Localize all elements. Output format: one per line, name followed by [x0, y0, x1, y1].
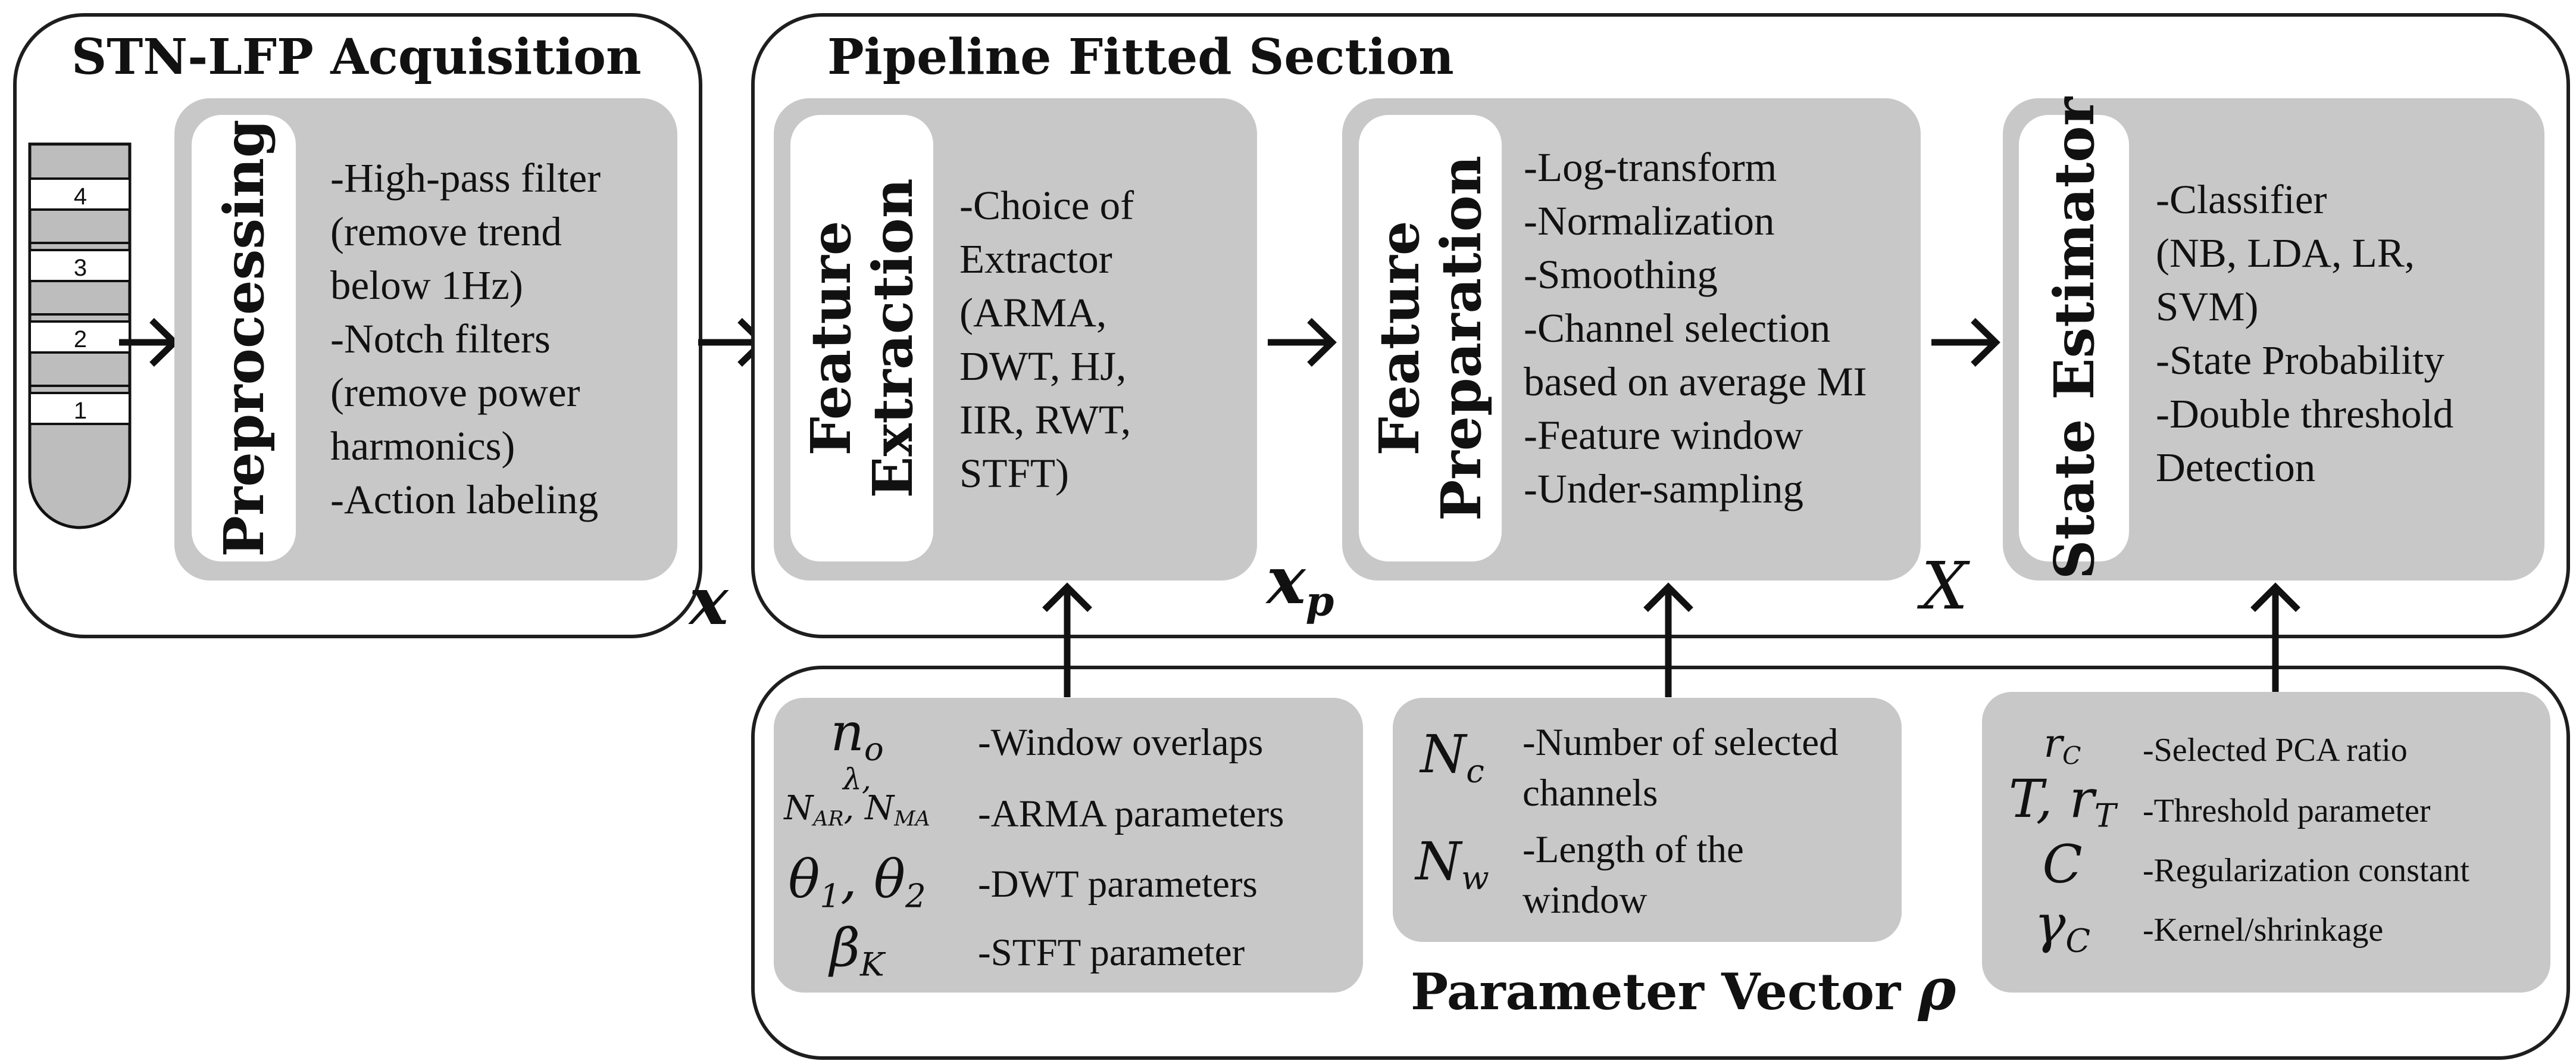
signal-X-label: X: [1921, 548, 1968, 624]
arrow-right-icon: [1931, 318, 2000, 367]
param-label: -Regularization constant: [2143, 852, 2469, 889]
preprocessing-label-pill: Preprocessing: [192, 115, 296, 561]
description-line: -Double threshold: [2156, 391, 2454, 436]
arrow-up-icon: [1643, 582, 1693, 697]
description-line: based on average MI: [1524, 359, 1867, 404]
param-label: -Kernel/shrinkage: [2143, 912, 2384, 948]
label-line: Feature: [1367, 220, 1431, 456]
label-line: Preparation: [1429, 155, 1493, 521]
feature-extraction-label-pill: Feature Extraction: [790, 115, 933, 561]
description-line: -Action labeling: [330, 477, 599, 522]
description-line: -Log-transform: [1524, 145, 1777, 190]
param-symbol: λ,: [843, 762, 871, 797]
signal-xp-label: xp: [1267, 542, 1334, 626]
param-symbol: C: [2042, 834, 2083, 895]
feature-preparation-description: -Log-transform -Normalization -Smoothing…: [1524, 141, 1867, 516]
state-estimator-label: State Estimator: [2042, 96, 2106, 580]
param-symbol: NAR, NMA: [784, 789, 930, 831]
state-estimator-description: -Classifier (NB, LDA, LR, SVM) -State Pr…: [2156, 173, 2453, 494]
param-symbol: T, rT: [2008, 768, 2117, 835]
param-label: -Number of selected channels: [1523, 721, 1839, 815]
param-label: -Selected PCA ratio: [2143, 732, 2408, 769]
description-line: -Feature window: [1524, 413, 1803, 458]
param-label: -Length of the window: [1523, 828, 1744, 922]
signal-x-label: x: [689, 563, 729, 639]
feature-preparation-label: Feature Preparation: [1367, 155, 1493, 521]
label-line: Feature: [799, 220, 863, 456]
param-symbol: Nw: [1415, 831, 1489, 897]
param-label: -Threshold parameter: [2143, 792, 2431, 829]
electrode-contact-label: 3: [73, 255, 87, 281]
feature-preparation-label-pill: Feature Preparation: [1359, 115, 1502, 561]
description-line: -Notch filters: [330, 316, 551, 361]
param-symbol: γC: [2034, 893, 2091, 960]
description-line: DWT, HJ,: [959, 344, 1127, 389]
description-line: Extractor: [959, 236, 1112, 282]
description-line: below 1Hz): [330, 263, 523, 308]
description-line: Detection: [2156, 445, 2316, 490]
electrode-contact-label: 4: [73, 183, 87, 210]
extraction-parameters-box: [774, 698, 1363, 993]
param-symbol: Nc: [1420, 723, 1484, 790]
parameter-vector-title: Parameter Vector ρ: [1411, 956, 1956, 1023]
param-symbol: rC: [2043, 720, 2081, 770]
state-estimator-label-pill: State Estimator: [2019, 97, 2129, 579]
description-line: -High-pass filter: [330, 155, 601, 201]
description-line: STFT): [959, 451, 1070, 496]
description-line: (NB, LDA, LR,: [2156, 230, 2415, 276]
acquisition-title: STN-LFP Acquisition: [71, 29, 642, 86]
feature-extraction-label: Feature Extraction: [799, 178, 925, 498]
label-line: Extraction: [861, 178, 925, 498]
preparation-parameters-box: [1393, 698, 1902, 942]
param-symbol: θ1, θ2: [788, 848, 926, 915]
arrow-right-icon: [119, 318, 179, 367]
arrow-right-icon: [1268, 318, 1337, 367]
description-line: -Channel selection: [1524, 305, 1831, 351]
feature-extraction-description: -Choice of Extractor (ARMA, DWT, HJ, IIR…: [959, 179, 1134, 500]
param-label: -ARMA parameters: [978, 792, 1284, 835]
description-line: -Smoothing: [1524, 252, 1718, 297]
description-line: -State Probability: [2156, 338, 2444, 383]
description-line: (ARMA,: [959, 290, 1107, 335]
description-line: -Under-sampling: [1524, 466, 1803, 511]
preprocessing-label: Preprocessing: [211, 119, 276, 557]
preprocessing-description: -High-pass filter (remove trend below 1H…: [330, 151, 601, 526]
description-line: -Choice of: [959, 183, 1134, 228]
description-line: -Normalization: [1524, 198, 1775, 244]
description-line: harmonics): [330, 423, 515, 469]
electrode-contact-label: 2: [73, 326, 87, 352]
parameter-vector-symbol: ρ: [1918, 956, 1956, 1023]
description-line: (remove power: [330, 370, 580, 415]
description-line: (remove trend: [330, 209, 562, 254]
electrode-icon: [28, 142, 132, 529]
param-label: -Window overlaps: [978, 721, 1264, 764]
param-label: -STFT parameter: [978, 931, 1245, 974]
estimator-parameters-box: [1982, 692, 2550, 993]
param-symbol: no: [830, 701, 884, 768]
description-line: -Classifier: [2156, 177, 2327, 222]
param-label: -DWT parameters: [978, 863, 1258, 906]
electrode-contact-label: 1: [73, 398, 87, 424]
arrow-up-icon: [1042, 582, 1092, 697]
description-line: IIR, RWT,: [959, 397, 1131, 442]
param-symbol: βK: [830, 917, 884, 984]
description-line: SVM): [2156, 284, 2259, 329]
arrow-up-icon: [2250, 582, 2300, 697]
pipeline-title: Pipeline Fitted Section: [827, 29, 1454, 86]
